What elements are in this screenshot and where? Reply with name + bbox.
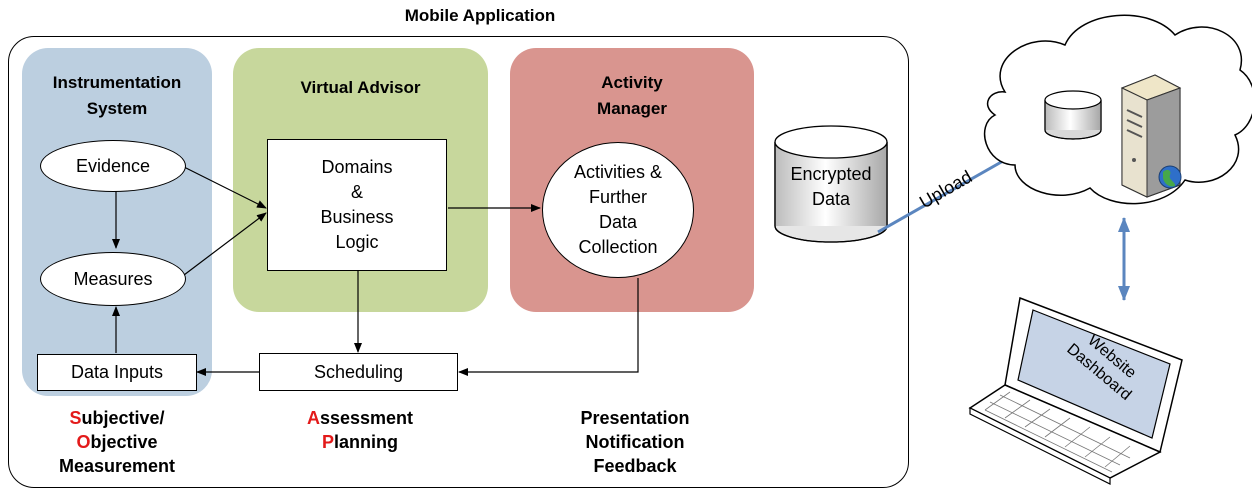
caption-presentation: Presentation Notification Feedback bbox=[580, 408, 690, 476]
activity-manager-title: Activity Manager bbox=[597, 73, 667, 118]
instrumentation-system-title: Instrumentation System bbox=[52, 73, 182, 118]
arrow-measures-domains bbox=[183, 212, 267, 276]
caption-measurement: Subjective/ Objective Measurement bbox=[58, 408, 176, 476]
data-inputs-box: Data Inputs bbox=[37, 354, 197, 391]
arrow-activities-scheduling bbox=[458, 278, 639, 376]
caption-assessment-planning: Assessment Planning bbox=[306, 408, 414, 452]
cloud-icon bbox=[984, 14, 1252, 205]
diagram-title: Mobile Application bbox=[404, 6, 556, 25]
encrypted-data-cylinder-icon bbox=[774, 125, 888, 243]
measures-node: Measures bbox=[40, 252, 186, 306]
scheduling-box: Scheduling bbox=[259, 353, 458, 391]
laptop-icon bbox=[968, 296, 1183, 485]
globe-icon bbox=[1158, 165, 1182, 189]
instrumentation-system-panel bbox=[22, 48, 212, 396]
domains-business-logic-box: Domains & Business Logic bbox=[267, 139, 447, 271]
arrow-evidence-domains bbox=[183, 166, 267, 209]
database-icon bbox=[1044, 90, 1102, 140]
encrypted-data-label: Encrypted Data bbox=[790, 164, 872, 209]
evidence-node: Evidence bbox=[40, 140, 186, 192]
mobile-application-frame bbox=[8, 36, 909, 488]
virtual-advisor-title: Virtual Advisor bbox=[300, 78, 421, 97]
activities-node: Activities & Further Data Collection bbox=[542, 142, 694, 278]
